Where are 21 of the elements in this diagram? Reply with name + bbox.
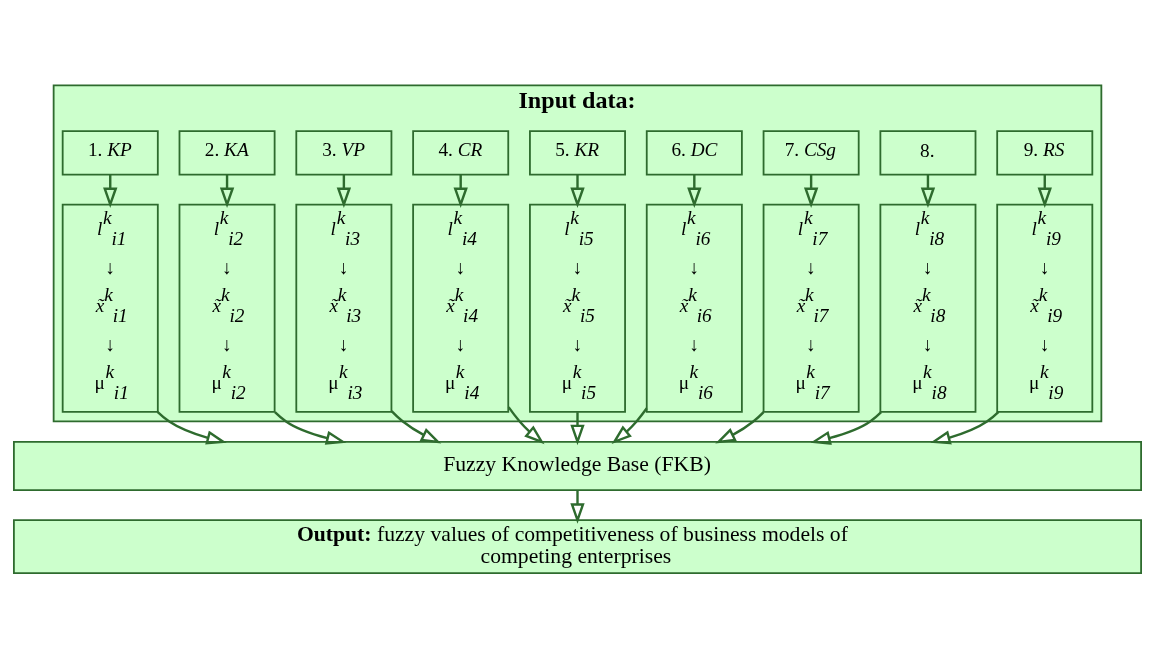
arrow — [453, 174, 468, 209]
node-box: Fuzzy Knowledge Base (FKB) — [13, 441, 1142, 491]
arrow — [687, 174, 702, 209]
node-box: 5. KR — [529, 130, 626, 176]
node-box: 8. — [879, 130, 977, 176]
arrow — [390, 410, 442, 444]
node-box: 4. CR — [412, 130, 510, 176]
arrow — [570, 412, 585, 446]
node-box: 3. VP — [295, 130, 393, 176]
node-box: 2. KA — [178, 130, 276, 176]
arrow — [930, 410, 1000, 445]
node-box: 6. DC — [645, 130, 743, 176]
node-box: Output: fuzzy values of competitiveness of business models of competing enterprises — [13, 519, 1142, 575]
arrow — [570, 174, 585, 209]
node-box: 9. RS — [996, 130, 1094, 176]
node-box: 7. CSg — [762, 130, 860, 176]
arrow — [274, 411, 347, 445]
node-box: 1. KP — [61, 130, 159, 176]
arrow — [570, 490, 585, 524]
arrow — [156, 410, 227, 445]
arrow — [810, 411, 882, 445]
